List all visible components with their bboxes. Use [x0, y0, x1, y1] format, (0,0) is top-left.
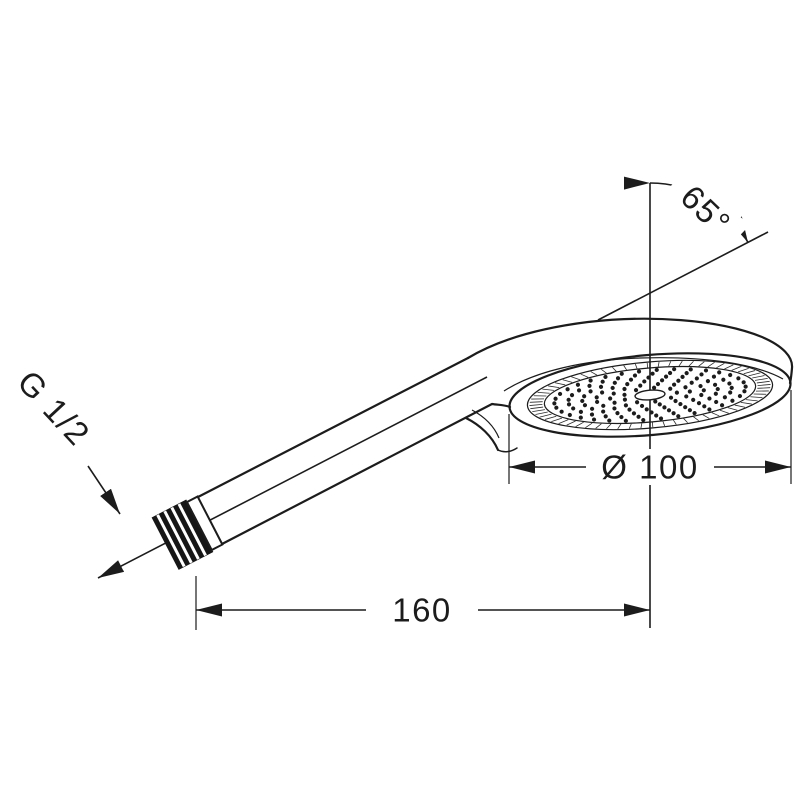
center-axis-lines [97, 183, 769, 628]
length-dimension-label: 160 [392, 592, 452, 629]
head-cap-outline [466, 317, 794, 385]
spray-face-ring [526, 359, 774, 431]
head-seam-line [503, 357, 784, 392]
thread-collar [185, 495, 224, 552]
handle-axis-line-lower [97, 376, 488, 579]
spray-face-center-cap [634, 389, 666, 401]
angle-label-mask [662, 167, 750, 253]
neck-joint-curve-outer [464, 416, 500, 452]
spray-face-inner-ring [543, 365, 757, 425]
diameter-label-mask [586, 449, 714, 485]
thread-connector [151, 495, 224, 570]
handle-bottom-edge [220, 402, 512, 546]
spray-face-rim-ticks [529, 360, 771, 430]
neck-joint-foot [497, 447, 518, 453]
length-dimension: 160 [195, 576, 650, 630]
handle [151, 356, 512, 570]
diameter-dimension-label: Ø 100 [601, 449, 698, 486]
nozzle-dots [552, 367, 748, 423]
handle-top-edge [196, 356, 470, 499]
diameter-dimension: Ø 100 [508, 390, 792, 486]
thread-ribs [156, 503, 207, 568]
handle-axis-line-upper [597, 231, 769, 321]
thread-leader-arrow [87, 465, 121, 515]
length-label-mask [366, 592, 478, 628]
spray-face [508, 352, 792, 438]
shower-head [464, 317, 794, 453]
